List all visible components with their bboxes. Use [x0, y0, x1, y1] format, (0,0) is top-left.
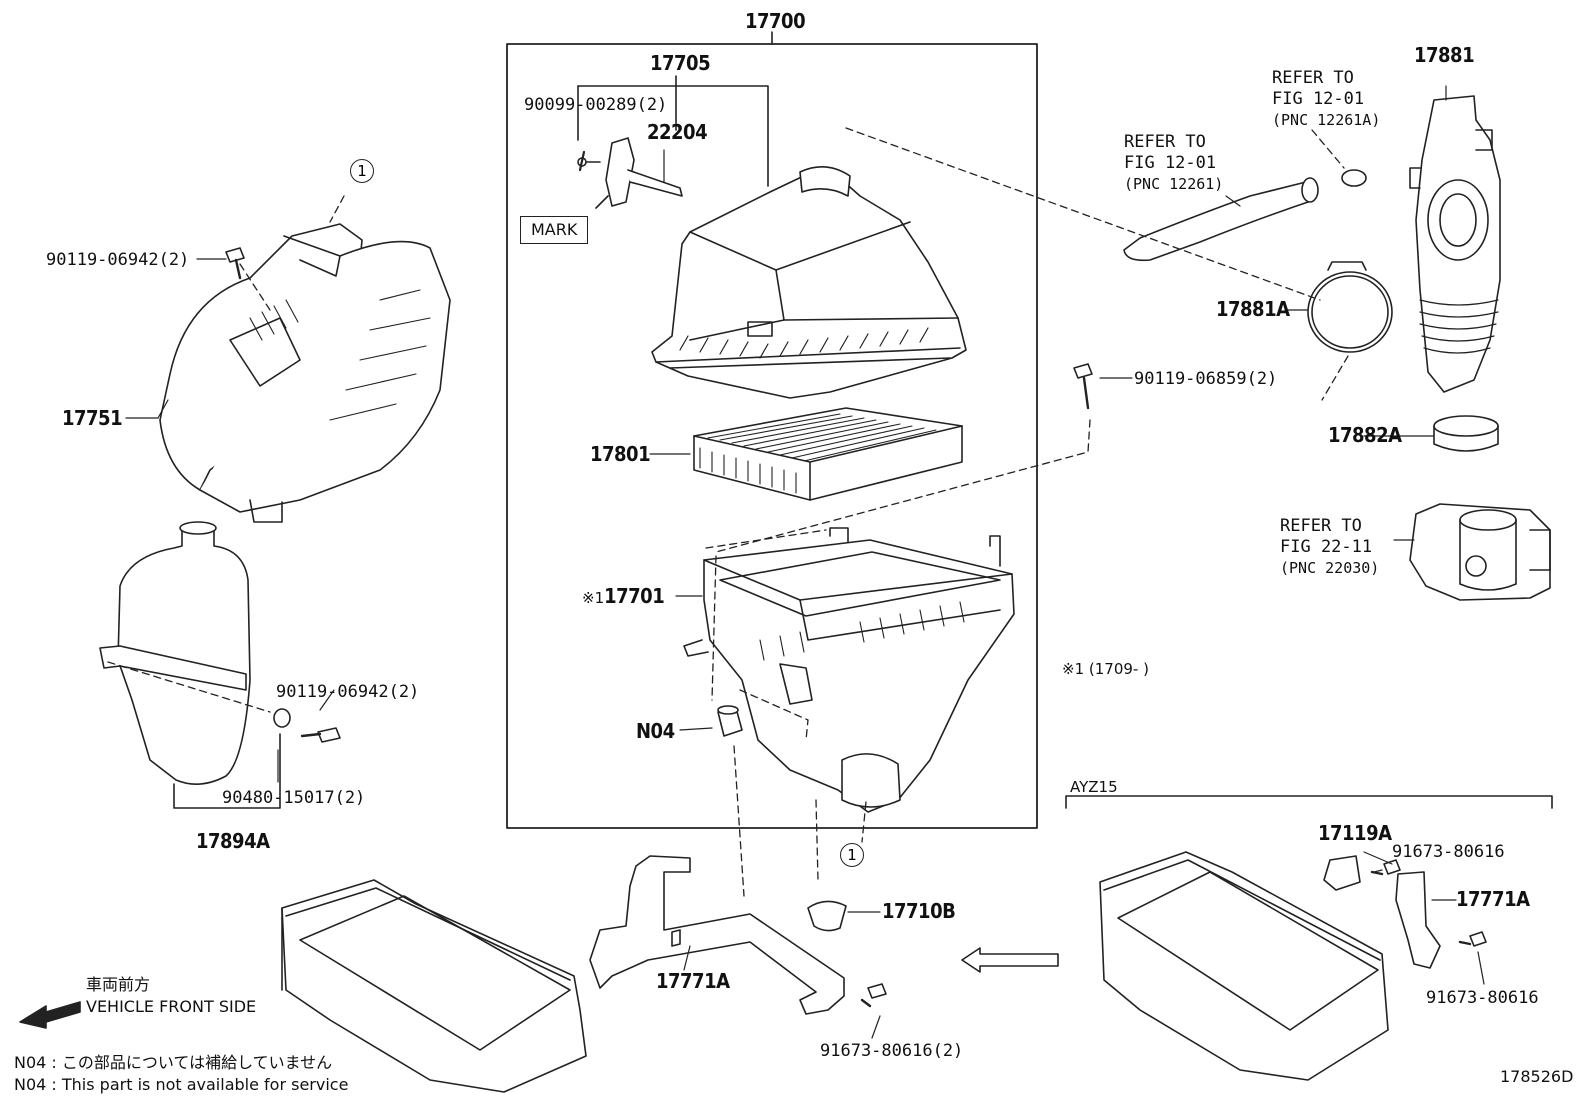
refer-fig-12-01-a: REFER TO FIG 12-01 (PNC 12261): [1124, 132, 1223, 195]
label-screw-sensor: 90099-00289(2): [524, 95, 668, 115]
front-side-jp: 車両前方: [86, 975, 151, 994]
refer-line-1: REFER TO: [1124, 132, 1206, 152]
label-hose-clamp: 17881A: [1216, 297, 1290, 321]
engine-cover-left-drawing: [281, 879, 587, 1093]
label-mark: MARK: [520, 216, 589, 244]
label-bolt-center: 91673-80616(2): [820, 1041, 964, 1061]
label-inlet: 17751: [62, 406, 123, 430]
label-bolt-right: 90119-06859(2): [1134, 369, 1278, 389]
n04-part-drawing: [717, 705, 743, 737]
air-cleaner-case-drawing: [683, 527, 1015, 813]
bracket-right-drawing: [1323, 855, 1441, 969]
refer-fig-12-01-b: REFER TO FIG 12-01 (PNC 12261A): [1272, 68, 1380, 131]
footnote-jp: N04 : この部品については補給していません: [14, 1053, 333, 1072]
arrow-right-side: [961, 947, 1059, 973]
grommet-17710b-drawing: [807, 900, 847, 932]
label-grommet: 90480-15017(2): [222, 788, 366, 808]
reservoir-tank-drawing: [99, 521, 251, 785]
label-bracket-a: 17119A: [1318, 821, 1392, 845]
hose-drawing: [1123, 177, 1319, 262]
bracket-center-drawing: [589, 855, 845, 1015]
refer-fig-22-11: REFER TO FIG 22-11 (PNC 22030): [1280, 516, 1379, 579]
refer-line-3: (PNC 22030): [1280, 559, 1380, 577]
label-case: ※117701: [582, 584, 665, 609]
band-drawing: [1433, 415, 1499, 452]
label-sensor: 22204: [647, 120, 708, 144]
refer-line-1: REFER TO: [1272, 68, 1354, 88]
refer-line-2: FIG 12-01: [1272, 89, 1365, 109]
throttle-body-drawing: [1409, 503, 1551, 601]
label-grommet-bottom: 17710B: [882, 899, 956, 923]
case-note-prefix: ※1: [582, 589, 605, 607]
engine-cover-right-drawing: [1099, 851, 1389, 1081]
label-cap: 17705: [650, 51, 711, 75]
diagram-id: 178526D: [1500, 1067, 1574, 1086]
air-inlet-drawing: [159, 223, 451, 523]
label-bracket-center: 17771A: [656, 969, 730, 993]
date-note: ※1 (1709- ): [1062, 660, 1149, 678]
refer-line-3: (PNC 12261A): [1272, 111, 1381, 129]
label-n04: N04: [636, 719, 675, 743]
grommet-drawing: [273, 708, 291, 728]
throttle-pipe-drawing: [1409, 95, 1501, 393]
label-element: 17801: [590, 442, 651, 466]
footnote-en: N04 : This part is not available for ser…: [14, 1075, 349, 1094]
bolt-drawings: [225, 150, 1487, 1008]
air-cleaner-cap-drawing: [651, 166, 967, 399]
variant-label: AYZ15: [1070, 778, 1118, 796]
refer-line-3: (PNC 12261): [1124, 175, 1224, 193]
circle-marker-top: 1: [350, 159, 374, 183]
front-side-en: VEHICLE FRONT SIDE: [86, 997, 257, 1016]
refer-line-2: FIG 22-11: [1280, 537, 1373, 557]
clamp-drawing: [1307, 169, 1393, 353]
label-bolt-a: 91673-80616: [1392, 842, 1505, 862]
label-hose-top: 17881: [1414, 43, 1475, 67]
label-bolt-left-top: 90119-06942(2): [46, 250, 190, 270]
label-bracket-b: 17771A: [1456, 887, 1530, 911]
circle-marker-bottom: 1: [840, 843, 864, 867]
label-assembly: 17700: [745, 9, 806, 33]
label-tank: 17894A: [196, 829, 270, 853]
label-band: 17882A: [1328, 423, 1402, 447]
label-bolt-b: 91673-80616: [1426, 988, 1539, 1008]
sensor-drawing: [577, 137, 683, 209]
front-arrow: [19, 1001, 81, 1029]
label-bolt-left-bottom: 90119-06942(2): [276, 682, 420, 702]
refer-line-2: FIG 12-01: [1124, 153, 1217, 173]
case-number: 17701: [604, 584, 665, 608]
air-filter-drawing: [693, 407, 963, 501]
refer-line-1: REFER TO: [1280, 516, 1362, 536]
